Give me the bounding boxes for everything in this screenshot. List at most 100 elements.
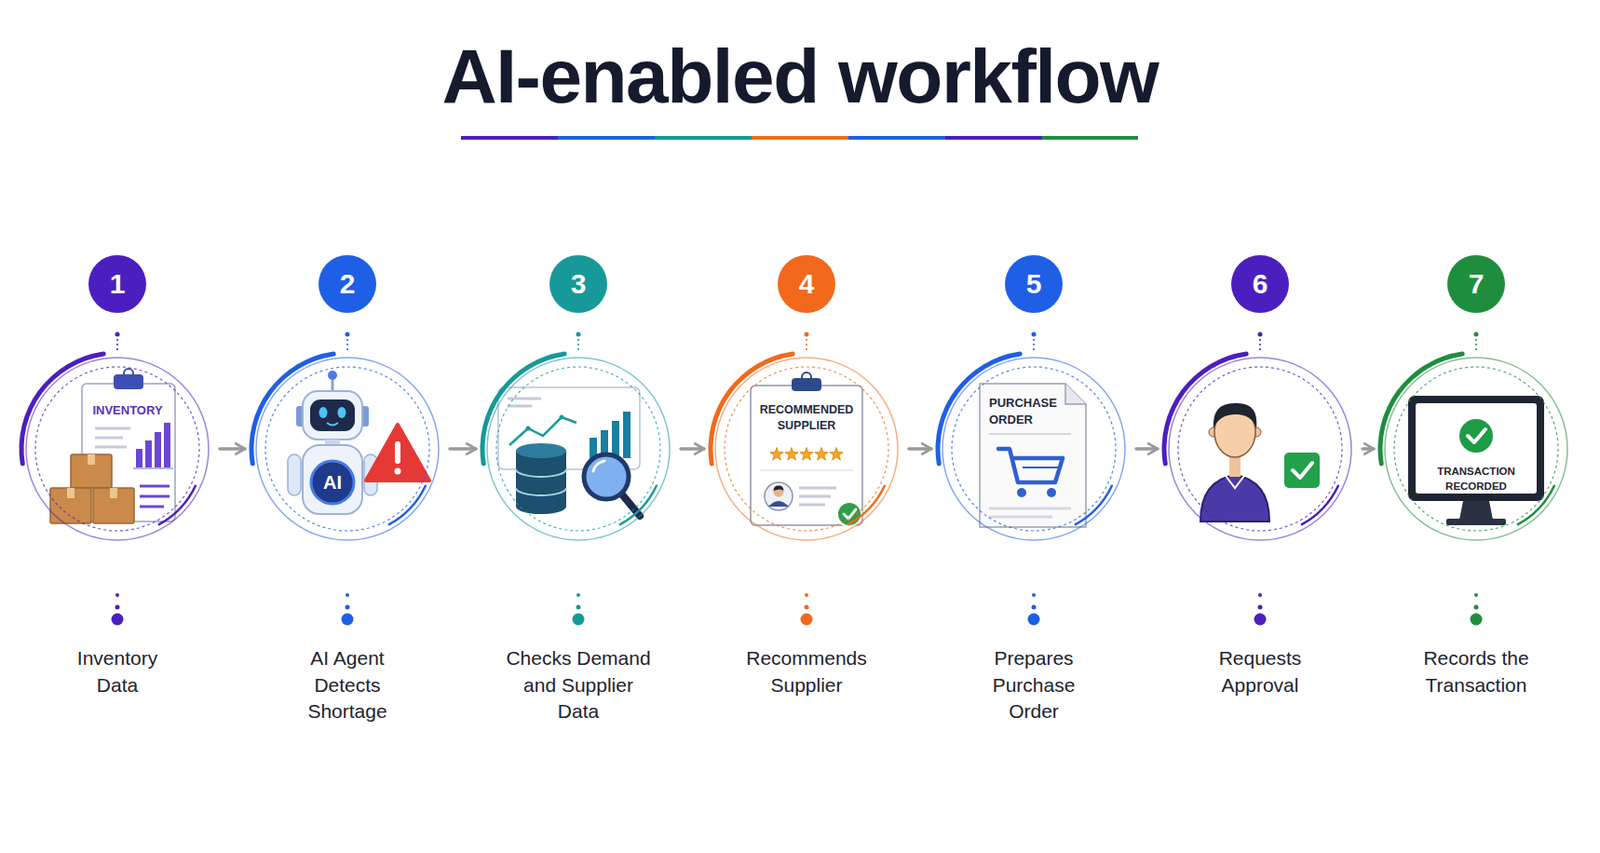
check-mark: [843, 509, 856, 519]
ring-outline: [715, 357, 898, 541]
step-ring: [707, 350, 906, 548]
monitor-frame: [1408, 395, 1545, 502]
cart-wheel: [1016, 488, 1027, 498]
database-ring: [515, 469, 567, 477]
document-fold: [1065, 383, 1086, 405]
leader-dot: [115, 605, 121, 611]
underline-segment: [557, 135, 655, 140]
leader-line: [805, 338, 808, 351]
leader-dot: [1470, 613, 1483, 626]
warning-mark: [394, 468, 402, 475]
cardboard-box: [93, 488, 135, 524]
document-sheet: [979, 383, 1086, 528]
robot-arm: [287, 454, 301, 496]
clipboard-clip: [801, 372, 812, 382]
flow-arrow: [219, 447, 245, 451]
clipboard-clip: [791, 378, 822, 392]
supplier-card-icon: [750, 372, 863, 527]
leader-dot: [115, 332, 121, 338]
rating-star: [770, 447, 784, 462]
chart-bar: [135, 448, 143, 468]
step-ring: [1161, 350, 1359, 548]
avatar-hair: [773, 485, 785, 491]
data-check-icon: [498, 387, 640, 516]
rating-star: [800, 447, 814, 462]
number-badge: [549, 255, 608, 313]
leader-dot: [1258, 605, 1263, 611]
ring-outline: [1168, 357, 1352, 541]
rating-star: [785, 447, 799, 462]
text-line: [799, 487, 837, 490]
clipboard-clip: [123, 368, 134, 379]
leader-dot: [804, 605, 810, 611]
text-line: [799, 495, 831, 499]
purchase-order-icon: [979, 383, 1086, 528]
leader-dot: [345, 605, 351, 611]
ring-dashed: [724, 366, 889, 531]
inventory-icon: [50, 368, 176, 524]
step-caption: Recommends Supplier: [736, 645, 877, 699]
underline-segment: [1042, 135, 1139, 140]
diagram-title: AI-enabled workflow: [0, 38, 1600, 115]
box-tape: [109, 488, 118, 499]
ring-outline: [256, 357, 439, 541]
leader-dot: [1474, 605, 1479, 611]
step-caption: Records the Transaction: [1415, 645, 1537, 699]
step-caption: Requests Approval: [1190, 645, 1330, 699]
flow-arrow: [1362, 447, 1374, 451]
chart-bar: [163, 422, 171, 468]
avatar-frame: [764, 482, 793, 511]
step-caption: Prepares Purchase Order: [973, 645, 1095, 726]
workflow-step: Checks Demand and Supplier Data: [479, 350, 678, 548]
step-ring: [479, 350, 678, 548]
text-line: [139, 505, 164, 509]
text-line: [799, 503, 826, 507]
person-collar: [1225, 475, 1245, 489]
ring-arc: [158, 484, 197, 526]
underline-segment: [848, 135, 946, 140]
leader-line: [346, 338, 349, 351]
underline-segment: [654, 135, 752, 140]
rating-star: [829, 447, 843, 462]
ring-outline: [1384, 357, 1568, 541]
text-line: [94, 436, 123, 440]
divider-line: [759, 469, 854, 472]
approval-check: [1284, 452, 1320, 489]
text-line: [507, 405, 532, 408]
leader-line: [116, 338, 119, 351]
chart-bar: [611, 420, 620, 459]
leader-dot: [341, 613, 354, 626]
leader-dot: [800, 613, 814, 626]
illustration-label: RECOMMENDED SUPPLIER: [754, 402, 859, 434]
leader-dot: [1031, 605, 1037, 611]
number-badge: [777, 255, 836, 313]
leader-dot: [1474, 332, 1479, 338]
ring-arc: [1162, 352, 1249, 467]
line-chart: [509, 417, 577, 446]
workflow-step: PURCHASE ORDERPrepares Purchase Order: [935, 350, 1133, 548]
ring-dashed: [951, 366, 1116, 531]
ring-dashed: [1394, 366, 1559, 531]
illustration-label: TRANSACTION RECORDED: [1419, 463, 1533, 494]
leader-dot: [1028, 613, 1041, 626]
ring-arc: [1074, 484, 1113, 526]
callout-number: 4: [799, 270, 815, 299]
robot-antenna: [327, 370, 338, 380]
workflow-step: TRANSACTION RECORDEDRecords the Transact…: [1377, 350, 1575, 548]
illustration-label: AI: [313, 472, 352, 493]
callout-number: 1: [109, 270, 126, 299]
box-tape: [67, 488, 75, 499]
ring-arc: [1301, 484, 1340, 526]
ring-dashed: [496, 366, 661, 531]
leader-dot: [1254, 613, 1267, 626]
ring-dashed: [35, 366, 200, 531]
underline-segment: [751, 135, 849, 140]
title-underline: [461, 135, 1139, 140]
leader-line: [1475, 338, 1478, 351]
database-cylinder: [515, 450, 567, 515]
robot-icon: [287, 370, 430, 515]
workflow-step: RECOMMENDED SUPPLIERRecommends Supplier: [707, 350, 906, 548]
person-hair: [1213, 403, 1257, 429]
